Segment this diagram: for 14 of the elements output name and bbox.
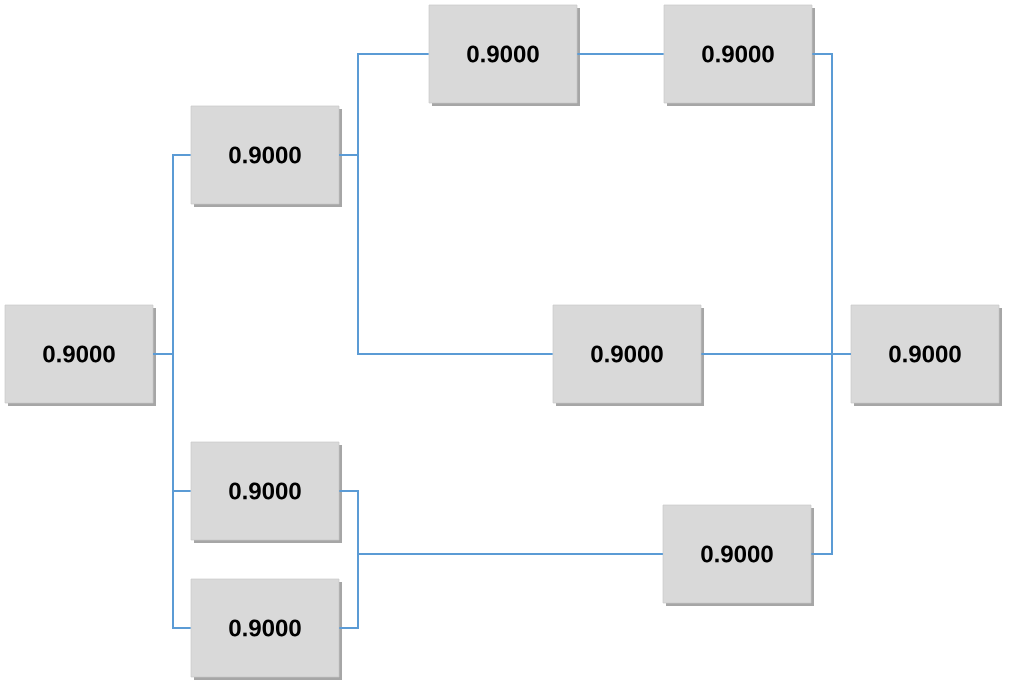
process-box: 0.9000 <box>663 4 815 106</box>
process-box: 0.9000 <box>552 304 704 406</box>
connector-line <box>810 353 852 555</box>
connector-line <box>576 53 665 55</box>
connector-line <box>338 154 554 355</box>
process-box: 0.9000 <box>428 4 580 106</box>
process-box: 0.9000 <box>850 304 1002 406</box>
process-box: 0.9000 <box>4 304 156 406</box>
connector-line <box>152 353 192 629</box>
process-box: 0.9000 <box>662 504 814 606</box>
connector-line <box>338 553 664 629</box>
process-box: 0.9000 <box>190 105 342 207</box>
process-box: 0.9000 <box>190 578 342 680</box>
process-box: 0.9000 <box>190 441 342 543</box>
